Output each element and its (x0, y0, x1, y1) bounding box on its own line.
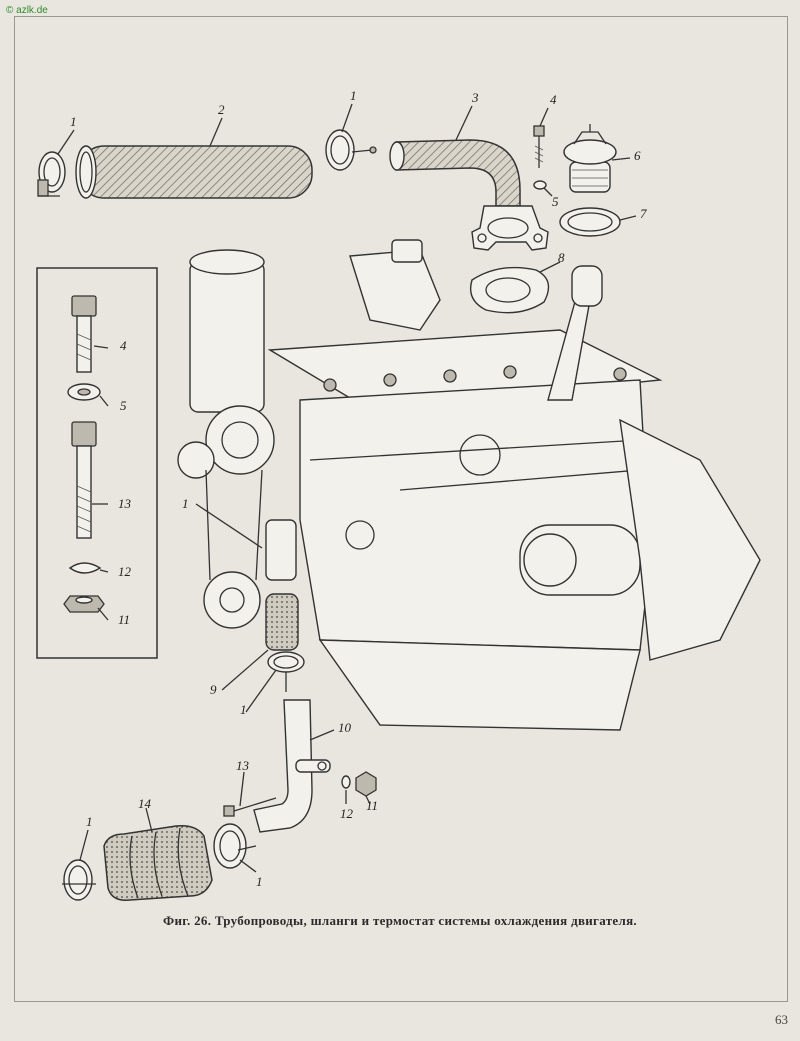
braided-hose (75, 145, 313, 199)
hose-clamp-top-mid (325, 129, 377, 171)
bolt-top (533, 125, 545, 168)
callout-1-top-left: 1 (70, 114, 77, 129)
callout-4-top: 4 (550, 92, 557, 107)
inset-callout-4: 4 (120, 338, 127, 353)
ring-gasket (559, 207, 621, 237)
callout-1-engine: 1 (182, 496, 189, 511)
short-hose (265, 593, 299, 651)
callout-11-lower: 11 (366, 798, 378, 813)
page-frame (14, 16, 788, 1002)
bolt-lower (223, 797, 277, 817)
figure-caption: Фиг. 26. Трубопроводы, шланги и термоста… (163, 913, 637, 928)
callout-labels: 1 2 1 3 4 6 5 7 8 4 5 13 12 11 1 9 1 10 … (70, 88, 647, 889)
inset-callout-11: 11 (118, 612, 130, 627)
callout-9: 9 (210, 682, 217, 697)
page-number: 63 (775, 1012, 788, 1027)
watermark: © azlk.de (6, 5, 48, 16)
engine-assembly (177, 239, 761, 731)
hose-clamp-top-left (37, 151, 66, 197)
corrugated-hose (103, 824, 213, 901)
callout-1-top-mid: 1 (350, 88, 357, 103)
hose-clamp-bottom-right (213, 823, 257, 869)
hose-clamp-bottom-left (62, 859, 96, 901)
callout-1-bottom: 1 (256, 874, 263, 889)
elbow-hose (389, 139, 521, 207)
thermostat-housing (471, 205, 549, 251)
callout-3: 3 (471, 90, 479, 105)
callout-1-bottom-left: 1 (86, 814, 93, 829)
callout-14: 14 (138, 796, 152, 811)
water-pipe (253, 699, 331, 833)
leader-lines (57, 103, 637, 873)
callout-8: 8 (558, 250, 565, 265)
fastener-inset (36, 267, 158, 659)
callout-10: 10 (338, 720, 352, 735)
flat-gasket (469, 266, 550, 314)
thermostat (563, 124, 617, 193)
washer-lower (341, 775, 351, 789)
callout-6: 6 (634, 148, 641, 163)
callout-13-lower: 13 (236, 758, 250, 773)
inset-callout-13: 13 (118, 496, 132, 511)
callout-7: 7 (640, 206, 647, 221)
nut-lower (355, 771, 377, 797)
callout-2: 2 (218, 102, 225, 117)
inset-callout-12: 12 (118, 564, 132, 579)
hose-clamp-lower (267, 651, 305, 692)
callout-5-top: 5 (552, 194, 559, 209)
callout-12-lower: 12 (340, 806, 354, 821)
inset-callout-5: 5 (120, 398, 127, 413)
callout-1-lower: 1 (240, 702, 247, 717)
washer-top (533, 180, 547, 190)
